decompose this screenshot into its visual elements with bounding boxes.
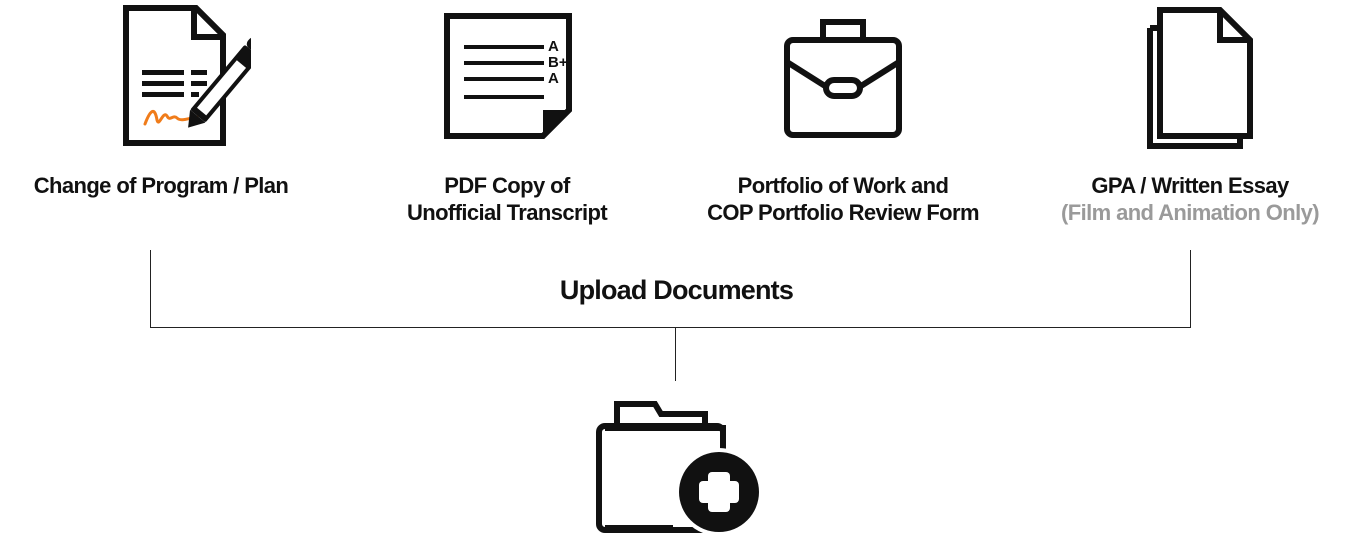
item-label-note: (Film and Animation Only) [1061,200,1320,225]
item-label: Change of Program / Plan [11,172,311,199]
signed-document-icon [123,5,251,146]
connector-line-left [150,250,151,327]
item-label-line: GPA / Written Essay [1091,173,1289,198]
item-label-line: Portfolio of Work and [737,173,949,198]
connector-line-horizontal [150,327,1191,328]
item-label: Portfolio of Work and COP Portfolio Revi… [693,172,993,226]
grade-label: A [548,38,559,55]
item-label-line: PDF Copy of [444,173,570,198]
item-label-line: COP Portfolio Review Form [707,200,979,225]
connector-line-right [1190,250,1191,327]
upload-title: Upload Documents [559,275,794,305]
item-label: GPA / Written Essay (Film and Animation … [1040,172,1340,226]
briefcase-icon [784,19,902,138]
item-label-line: Change of Program / Plan [33,173,289,198]
item-label: PDF Copy of Unofficial Transcript [357,172,657,226]
grade-label: B+ [548,54,568,71]
connector-line-down [675,327,676,381]
grade-label: A [548,70,559,87]
item-label-line: Unofficial Transcript [406,200,608,225]
transcript-icon: A B+ A [444,13,572,139]
folder-add-icon[interactable] [595,398,765,535]
documents-icon [1147,7,1253,149]
